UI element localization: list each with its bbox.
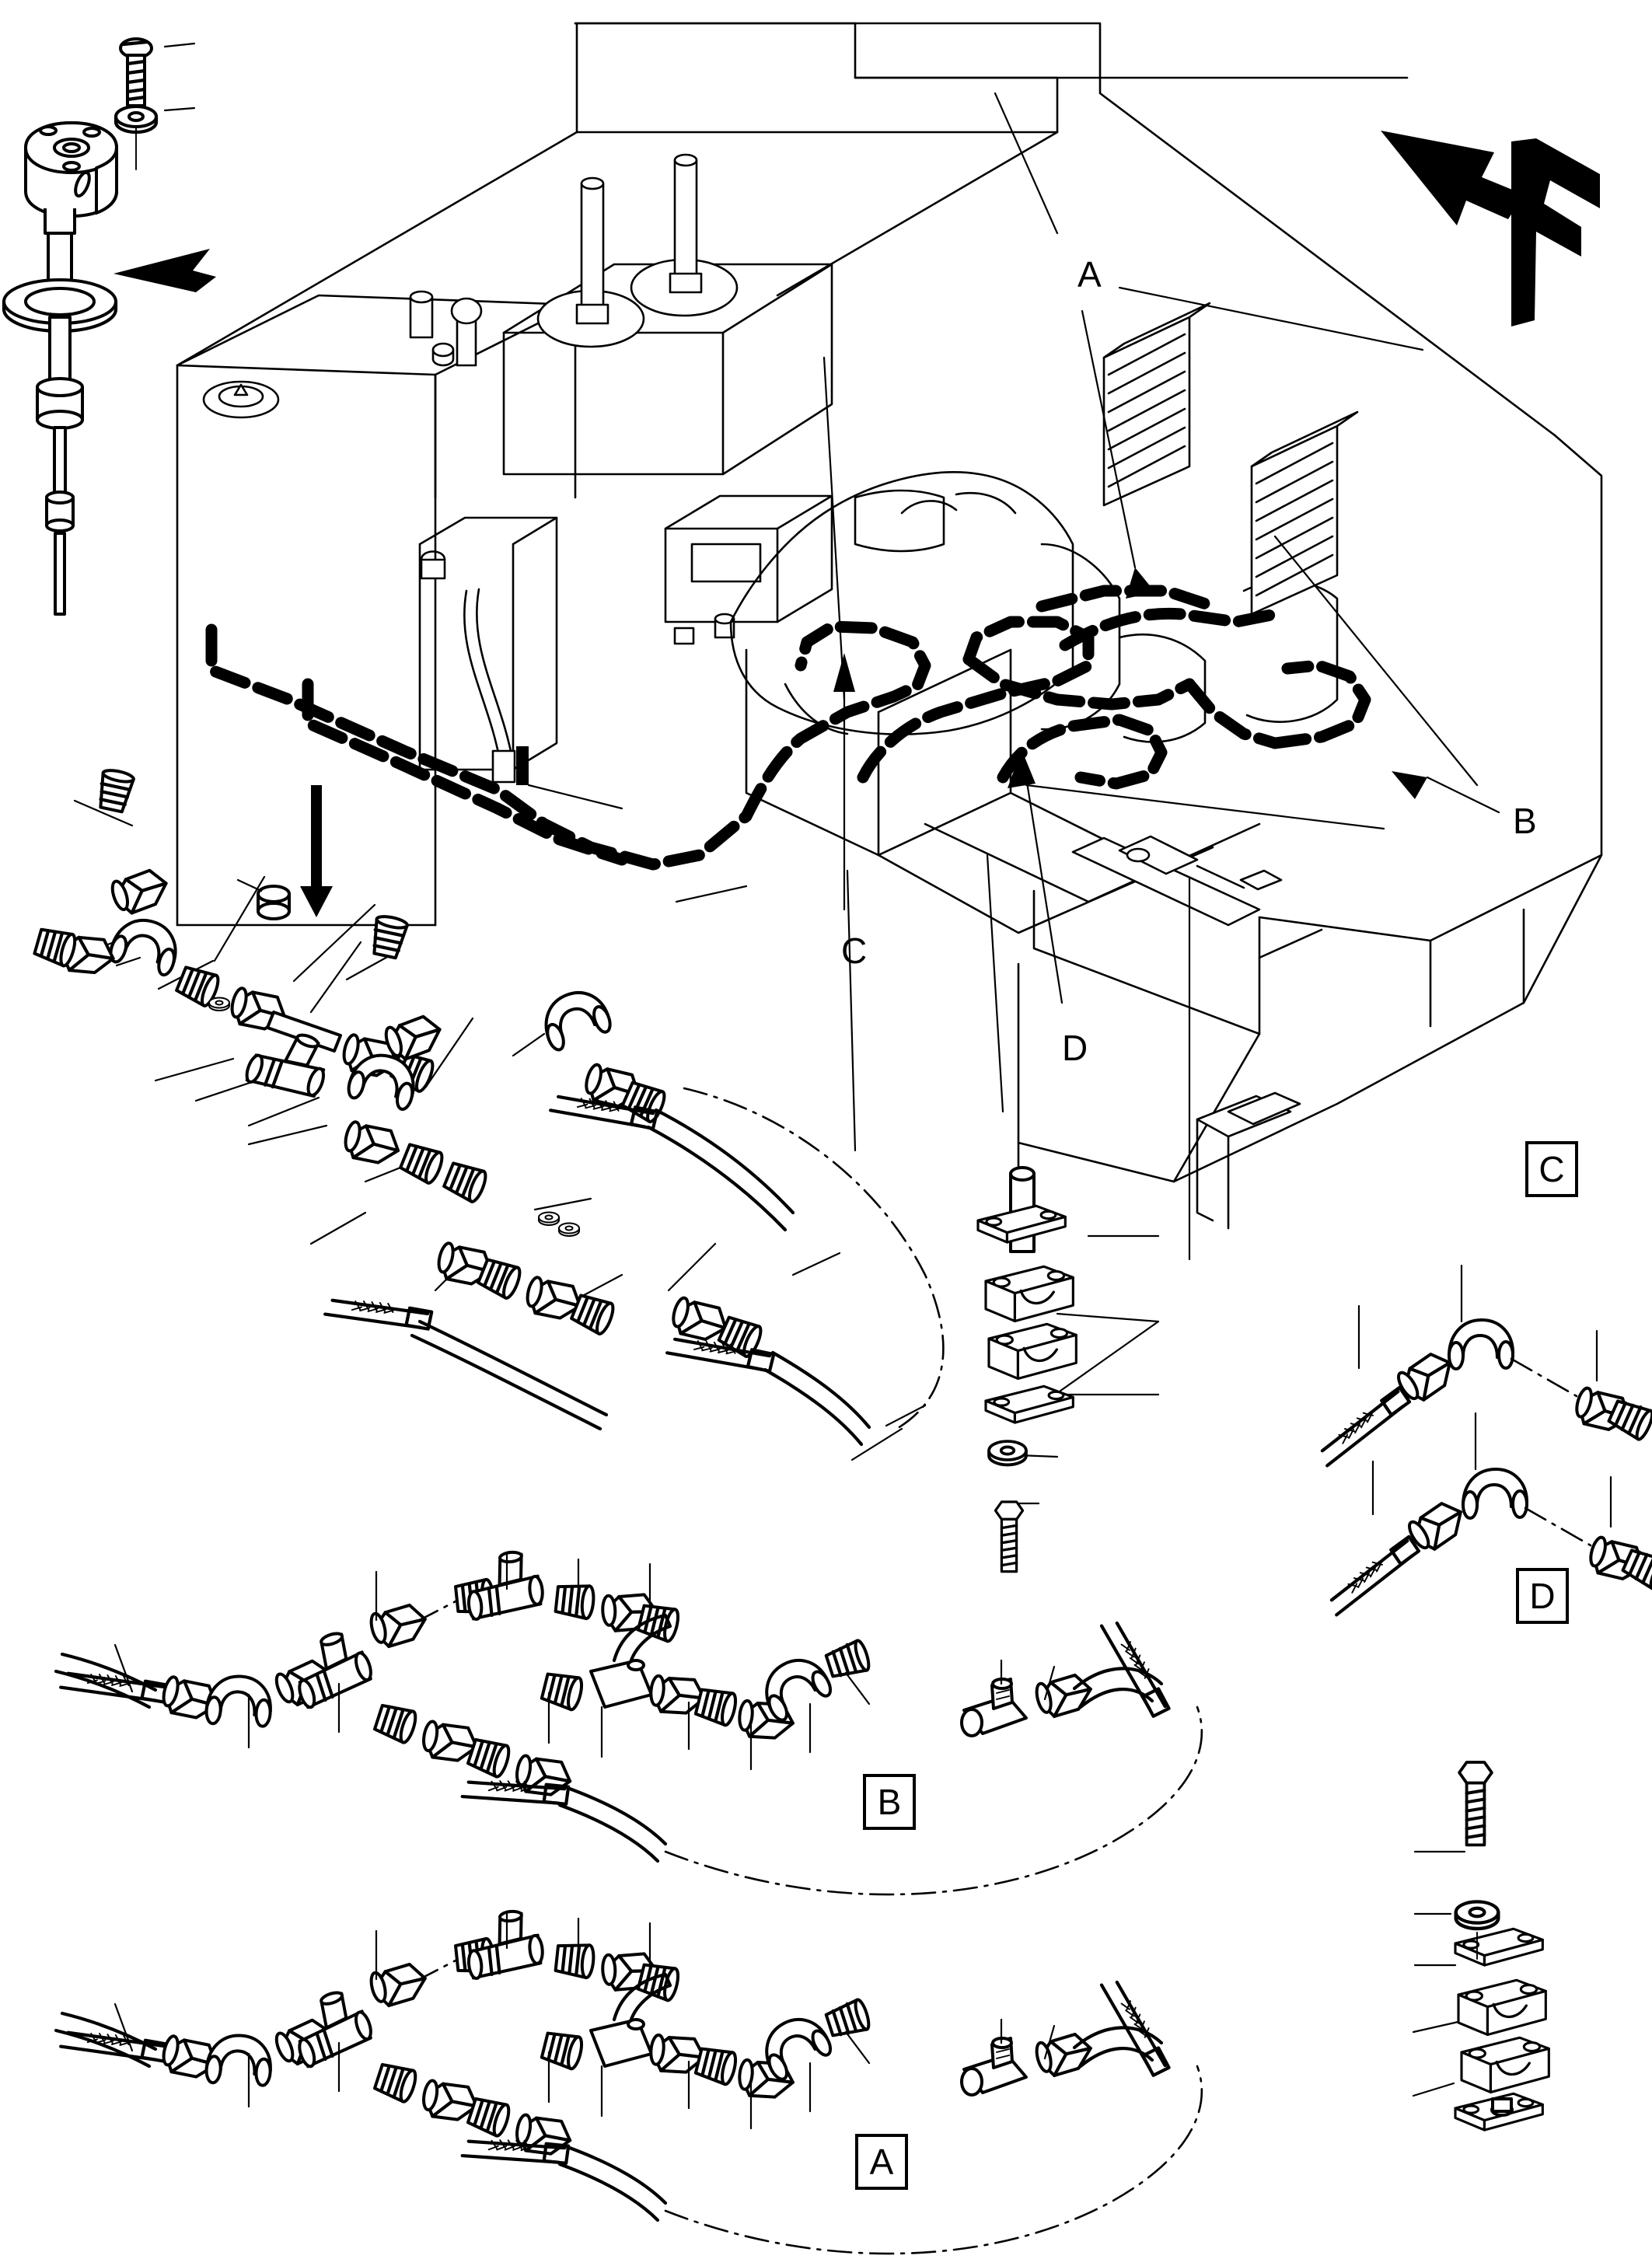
level-sensor-exploded-group xyxy=(2,37,216,616)
fitting-train-left-group xyxy=(33,768,945,1461)
machine-frame-isometric xyxy=(176,22,1603,1230)
main-view-callout-leaders xyxy=(300,92,1500,1261)
clamp-center-exploded-group xyxy=(976,1166,1160,1573)
callout-letter-a: A xyxy=(1077,254,1102,295)
detail-box-c: C xyxy=(1525,1141,1578,1197)
detail-b-group xyxy=(54,1549,1203,1896)
detail-a-group xyxy=(54,1908,1203,2255)
detail-box-a: A xyxy=(855,2134,908,2190)
forward-direction-indicator-group xyxy=(1381,131,1600,326)
detail-box-b: B xyxy=(863,1774,916,1830)
detail-c-group xyxy=(1310,1264,1652,1465)
callout-letter-c: C xyxy=(841,930,868,971)
clamp-right-exploded-group xyxy=(1412,1761,1550,2132)
detail-box-d: D xyxy=(1516,1568,1569,1624)
callout-letter-d: D xyxy=(1062,1028,1088,1068)
callout-letter-b: B xyxy=(1513,801,1537,841)
detail-d-group xyxy=(1319,1412,1652,1615)
